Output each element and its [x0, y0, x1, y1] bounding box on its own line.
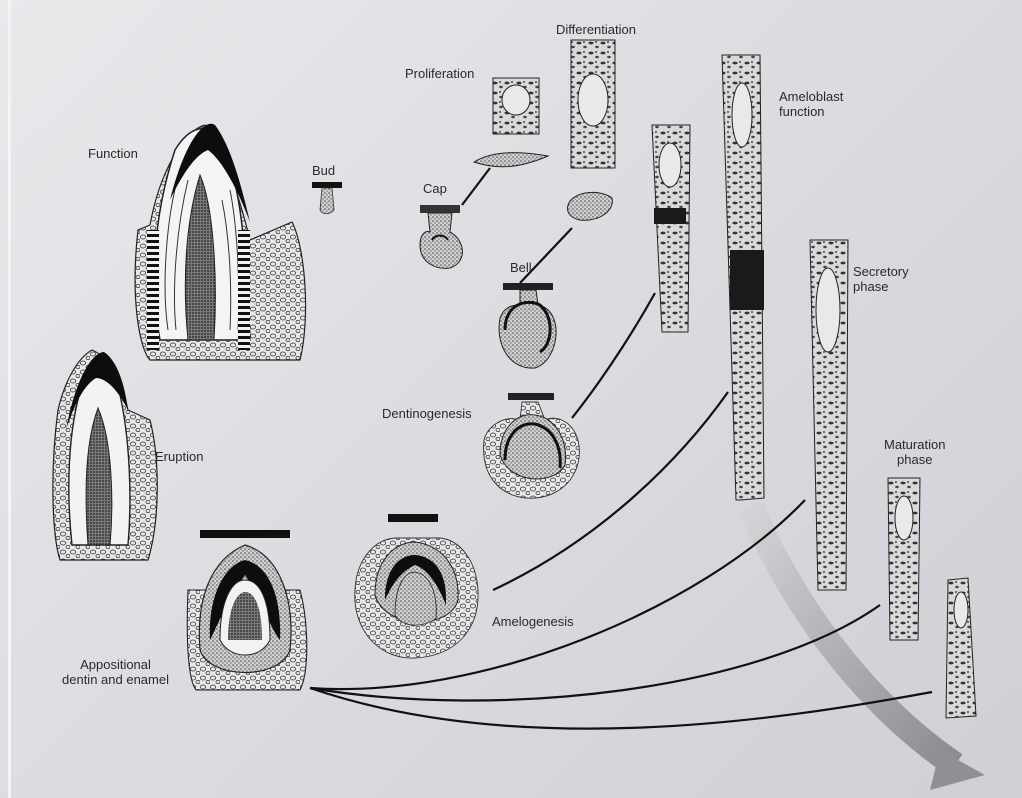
cap-cell [474, 153, 548, 167]
label-maturation-line2: phase [884, 452, 945, 467]
bell-cell [568, 192, 613, 220]
bell-stage [499, 283, 556, 368]
dentinogenesis-stage [484, 393, 580, 498]
label-appositional-line1: Appositional [62, 657, 169, 672]
label-function: Function [88, 146, 138, 161]
label-proliferation: Proliferation [405, 66, 474, 81]
label-bell: Bell [510, 260, 532, 275]
label-secretory-phase: Secretory phase [853, 264, 909, 294]
secretory-cell [810, 240, 848, 590]
function-tooth [135, 124, 305, 360]
label-ameloblast-function: Ameloblast function [779, 89, 843, 119]
label-secretory-line2: phase [853, 279, 909, 294]
label-cap: Cap [423, 181, 447, 196]
appositional-tooth [187, 530, 306, 690]
label-dentinogenesis: Dentinogenesis [382, 406, 472, 421]
dentinogenesis-cell [652, 125, 690, 332]
ameloblast-function-cell [722, 55, 764, 500]
amelogenesis-stage [355, 514, 478, 658]
cap-stage [420, 205, 462, 268]
label-bud: Bud [312, 163, 335, 178]
label-maturation-line1: Maturation [884, 437, 945, 452]
differentiation-cell [571, 40, 615, 168]
label-ameloblast-line2: function [779, 104, 843, 119]
eruption-tooth [53, 350, 157, 560]
maturation-cell [888, 478, 920, 640]
label-ameloblast-line1: Ameloblast [779, 89, 843, 104]
label-maturation-phase: Maturation phase [884, 437, 945, 467]
label-differentiation: Differentiation [556, 22, 636, 37]
label-secretory-line1: Secretory [853, 264, 909, 279]
label-eruption: Eruption [155, 449, 203, 464]
final-ameloblast-cell [946, 578, 976, 718]
progression-arrow [750, 505, 955, 765]
label-appositional-line2: dentin and enamel [62, 672, 169, 687]
label-amelogenesis: Amelogenesis [492, 614, 574, 629]
label-appositional: Appositional dentin and enamel [62, 657, 169, 687]
bud-stage [312, 182, 342, 214]
proliferation-cell [493, 78, 539, 134]
